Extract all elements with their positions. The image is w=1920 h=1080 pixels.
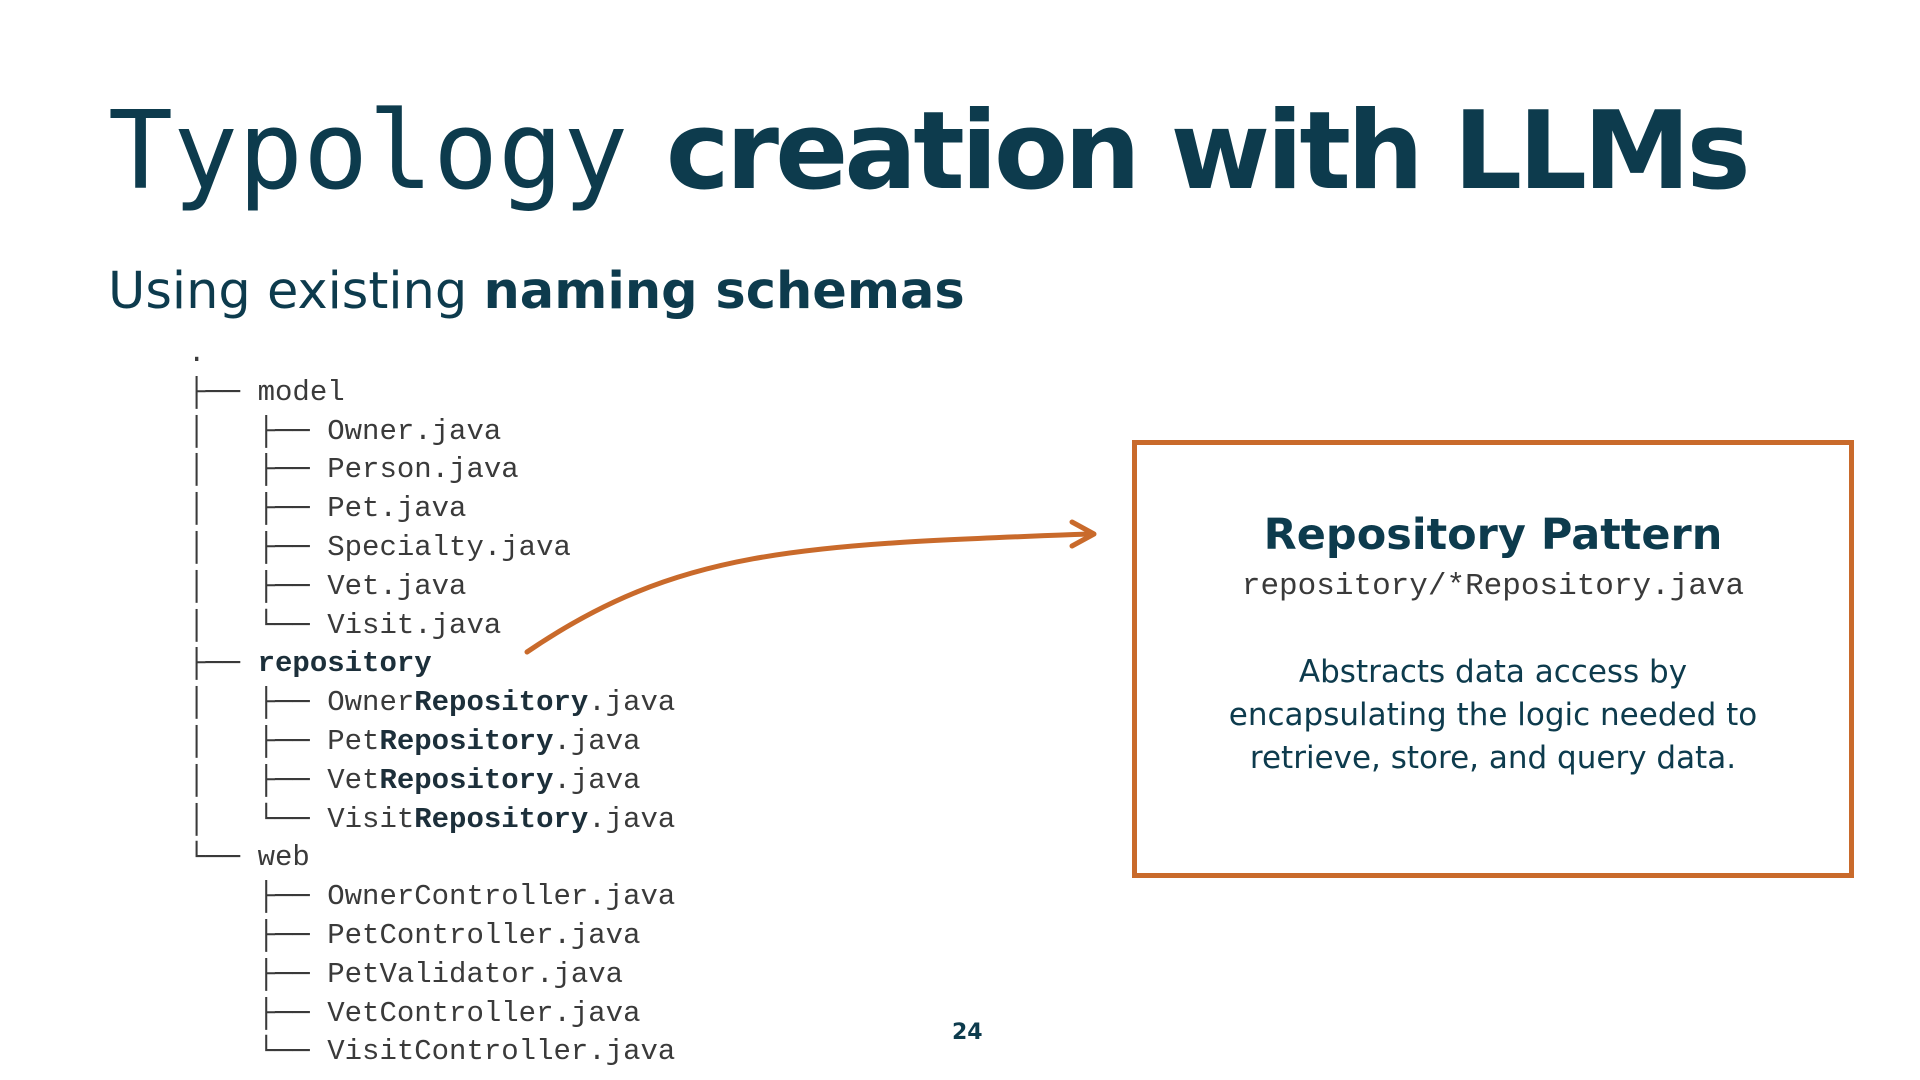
tree-entry-text: model [257, 375, 345, 409]
tree-entry-text: Visit.java [327, 608, 502, 642]
tree-branch: │ ├── [188, 414, 328, 448]
tree-entry-text: Owner [327, 686, 415, 720]
tree-line: │ ├── VetRepository.java [188, 762, 675, 801]
title-bold-part: creation with LLMs [665, 89, 1751, 214]
tree-line: . [188, 335, 675, 374]
tree-line: ├── repository [188, 645, 675, 684]
tree-branch: . [188, 337, 206, 370]
tree-entry-text: Repository [414, 686, 589, 720]
repository-pattern-callout: Repository Pattern repository/*Repositor… [1132, 440, 1854, 878]
tree-entry-text: .java [588, 686, 676, 720]
tree-line: ├── PetController.java [188, 917, 675, 956]
tree-entry-text: Repository [379, 763, 554, 797]
tree-line: ├── model [188, 374, 675, 413]
tree-branch: ├── [188, 880, 328, 914]
tree-branch: └── [188, 1035, 328, 1069]
slide-title: Typology creation with LLMs [108, 98, 1751, 206]
callout-description-line: retrieve, store, and query data. [1249, 740, 1737, 776]
tree-branch: │ ├── [188, 724, 328, 758]
tree-entry-text: Vet [327, 763, 380, 797]
tree-entry-text: VisitController.java [327, 1035, 676, 1069]
tree-branch: ├── [188, 375, 258, 409]
tree-line: │ ├── Owner.java [188, 413, 675, 452]
tree-line: └── web [188, 839, 675, 878]
tree-line: │ ├── Person.java [188, 451, 675, 490]
tree-branch: │ ├── [188, 686, 328, 720]
tree-line: │ ├── Pet.java [188, 490, 675, 529]
tree-line: └── VisitController.java [188, 1033, 676, 1072]
subtitle-normal-part: Using existing [108, 262, 468, 321]
tree-entry-text: VetController.java [327, 996, 641, 1030]
tree-branch: │ └── [188, 802, 328, 836]
tree-line: │ └── VisitRepository.java [188, 801, 675, 840]
callout-description-line: Abstracts data access by [1298, 654, 1688, 690]
tree-line: ├── PetValidator.java [188, 956, 675, 995]
tree-entry-text: .java [553, 724, 641, 758]
callout-description: Abstracts data access by encapsulating t… [1157, 651, 1829, 780]
tree-entry-text: .java [588, 802, 676, 836]
tree-entry-text: Specialty.java [327, 530, 571, 564]
page-number: 24 [952, 1020, 983, 1045]
tree-entry-text: Repository [379, 724, 554, 758]
tree-branch: │ └── [188, 608, 328, 642]
tree-branch: ├── [188, 647, 258, 681]
tree-entry-text: Pet [327, 724, 380, 758]
tree-branch: ├── [188, 996, 328, 1030]
tree-line: │ ├── Vet.java [188, 568, 675, 607]
tree-entry-text: Visit [327, 802, 415, 836]
tree-entry-text: Repository [414, 802, 589, 836]
tree-line: │ ├── OwnerRepository.java [188, 684, 675, 723]
callout-description-line: encapsulating the logic needed to [1228, 697, 1758, 733]
tree-entry-text: PetController.java [327, 918, 641, 952]
tree-branch: │ ├── [188, 569, 328, 603]
tree-entry-text: Person.java [327, 453, 519, 487]
title-mono-part: Typology [108, 89, 629, 214]
tree-branch: │ ├── [188, 453, 328, 487]
tree-branch: │ ├── [188, 530, 328, 564]
tree-line: ├── OwnerController.java [188, 878, 676, 917]
tree-branch: │ ├── [188, 763, 328, 797]
tree-line: ├── VetController.java [188, 995, 675, 1034]
directory-tree: .├── model│ ├── Owner.java│ ├── Person.j… [188, 335, 675, 1072]
tree-line: │ └── Visit.java [188, 607, 675, 646]
subtitle-bold-part: naming schemas [483, 262, 965, 321]
tree-branch: ├── [188, 957, 328, 991]
tree-line: │ ├── PetRepository.java [188, 723, 675, 762]
tree-entry-text: OwnerController.java [327, 880, 676, 914]
tree-entry-text: .java [553, 763, 641, 797]
tree-branch: │ ├── [188, 492, 328, 526]
tree-entry-text: PetValidator.java [327, 957, 624, 991]
tree-line: │ ├── Specialty.java [188, 529, 675, 568]
callout-title: Repository Pattern [1263, 510, 1723, 560]
tree-entry-text: Pet.java [327, 492, 467, 526]
callout-path: repository/*Repository.java [1241, 569, 1745, 604]
tree-branch: └── [188, 841, 258, 875]
tree-entry-text: repository [257, 647, 432, 681]
tree-entry-text: Vet.java [327, 569, 467, 603]
tree-branch: ├── [188, 918, 328, 952]
slide-subtitle: Using existing naming schemas [108, 266, 965, 317]
tree-entry-text: web [257, 841, 310, 875]
tree-entry-text: Owner.java [327, 414, 502, 448]
